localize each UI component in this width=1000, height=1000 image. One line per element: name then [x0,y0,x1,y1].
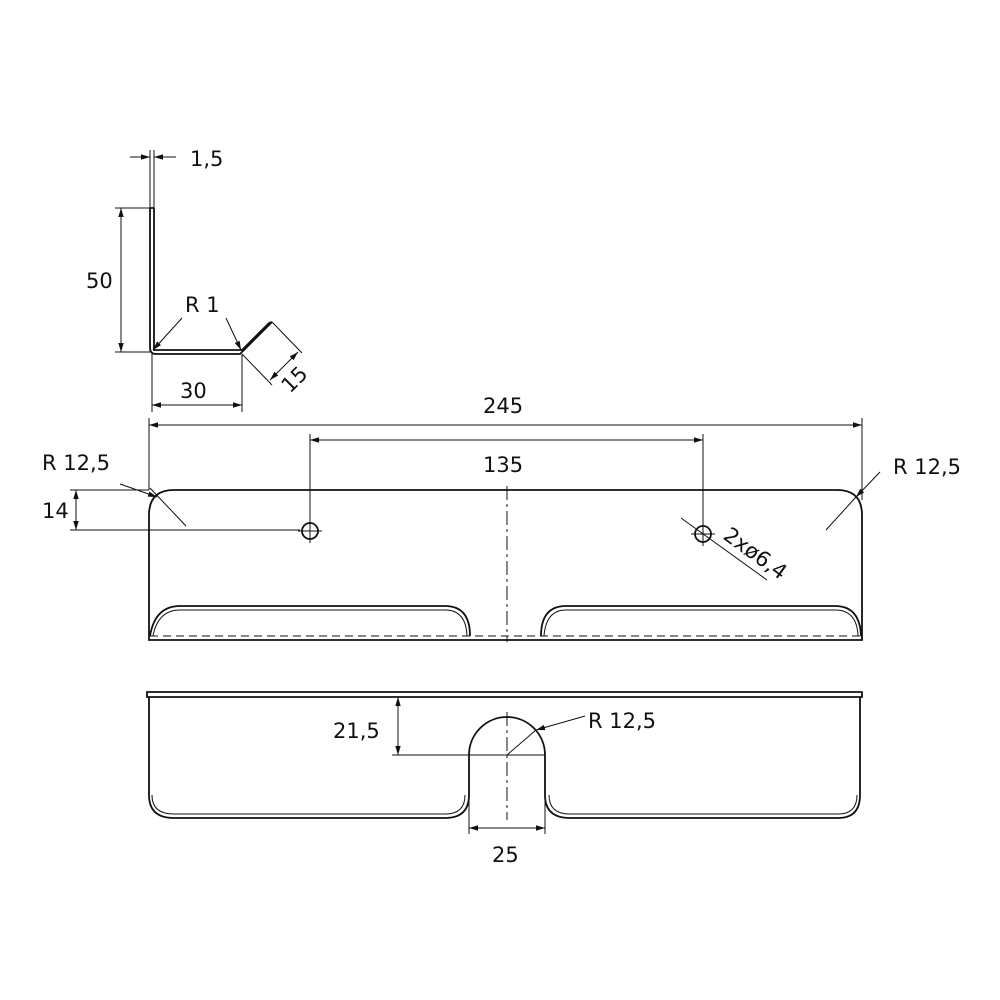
base-width-dimension: 30 [180,379,207,403]
bottom-outline [148,697,861,819]
slot-radius-label: R 12,5 [588,709,656,733]
side-view: 1,5 50 R 1 30 15 [86,147,312,412]
side-profile [149,207,273,355]
right-cutout [540,605,862,637]
hole-offset-dimension: 14 [42,499,69,523]
slot-width-dimension: 25 [492,843,519,867]
flange-dimension: 15 [277,362,313,398]
slot-depth-dimension: 21,5 [333,719,380,743]
front-view: 245 135 14 R 12,5 R 12,5 2xø6,4 [42,394,961,642]
bottom-top-edge [146,691,863,698]
hole-spacing-dimension: 135 [483,453,523,477]
corner-radius-left-label: R 12,5 [42,451,110,475]
left-cutout [149,605,471,637]
height-dimension: 50 [86,269,113,293]
front-outline [148,489,863,641]
bend-radius-label: R 1 [185,293,220,317]
overall-length-dimension: 245 [483,394,523,418]
corner-radius-right-label: R 12,5 [893,455,961,479]
thickness-dimension: 1,5 [190,147,223,171]
bottom-view: 21,5 R 12,5 25 [146,691,863,867]
